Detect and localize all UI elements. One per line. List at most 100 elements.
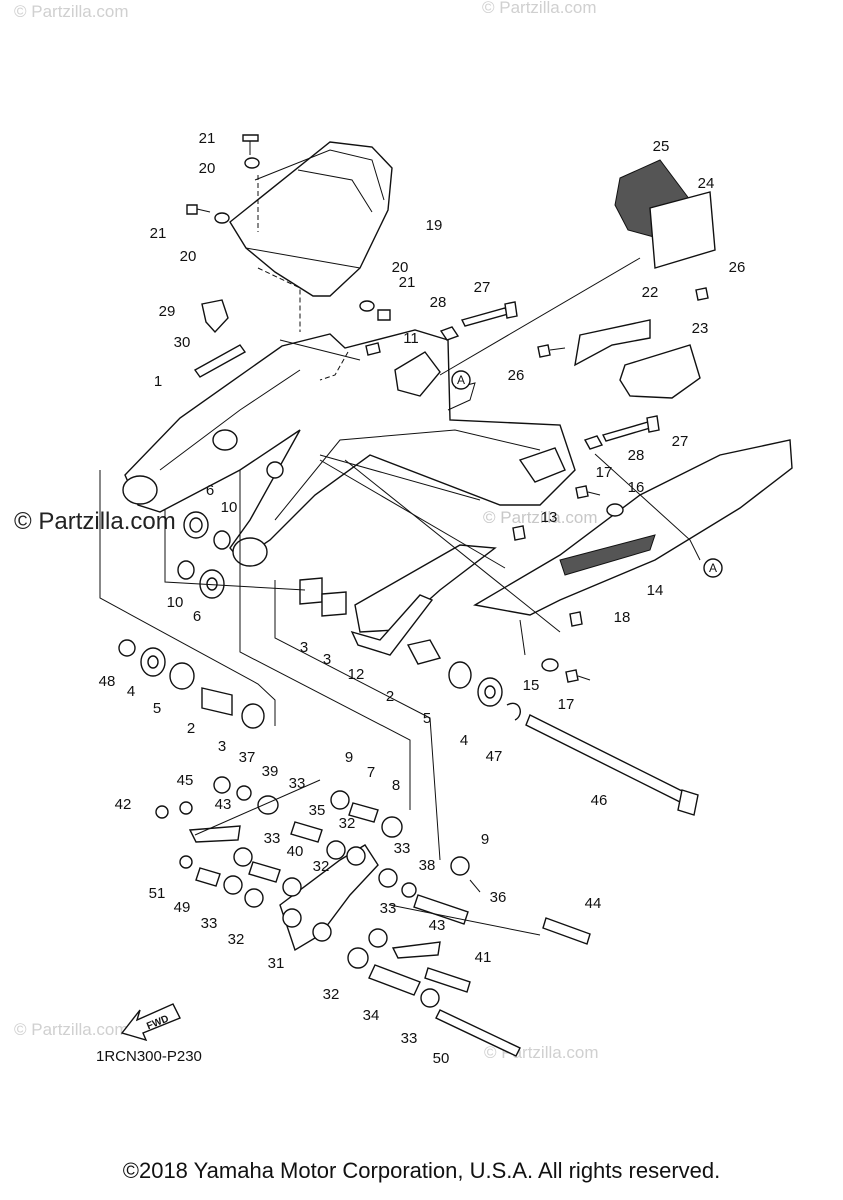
linkage-assembly <box>155 776 591 1057</box>
callout-34: 34 <box>363 1007 380 1024</box>
callout-36: 36 <box>490 889 507 906</box>
callout-9: 9 <box>345 749 353 766</box>
callout-9: 9 <box>481 831 489 848</box>
callout-41: 41 <box>475 949 492 966</box>
callout-15: 15 <box>523 677 540 694</box>
callout-26: 26 <box>729 259 746 276</box>
rear-fender-part-19 <box>229 141 393 297</box>
callout-43: 43 <box>429 917 446 934</box>
callout-38: 38 <box>419 857 436 874</box>
callout-27: 27 <box>672 433 689 450</box>
callout-6: 6 <box>206 482 214 499</box>
callout-28: 28 <box>628 447 645 464</box>
callout-7: 7 <box>367 764 375 781</box>
callout-50: 50 <box>433 1050 450 1067</box>
callout-24: 24 <box>698 175 715 192</box>
callout-44: 44 <box>585 895 602 912</box>
callout-16: 16 <box>628 479 645 496</box>
reference-marker-a: A A <box>451 370 723 578</box>
callout-3: 3 <box>218 738 226 755</box>
callout-28: 28 <box>430 294 447 311</box>
callout-26: 26 <box>508 367 525 384</box>
plate-part-24 <box>649 191 716 269</box>
callout-33: 33 <box>201 915 218 932</box>
reference-marker-a-label-1: A <box>457 373 465 387</box>
callout-25: 25 <box>653 138 670 155</box>
callout-42: 42 <box>115 796 132 813</box>
callout-10: 10 <box>167 594 184 611</box>
callout-45: 45 <box>177 772 194 789</box>
callout-20: 20 <box>199 160 216 177</box>
callout-21: 21 <box>199 130 216 147</box>
callout-33: 33 <box>394 840 411 857</box>
diagram-code: 1RCN300-P230 <box>96 1048 202 1065</box>
callout-4: 4 <box>127 683 135 700</box>
callout-43: 43 <box>215 796 232 813</box>
callout-32: 32 <box>323 986 340 1003</box>
callout-22: 22 <box>642 284 659 301</box>
callout-10: 10 <box>221 499 238 516</box>
callout-5: 5 <box>153 700 161 717</box>
callout-11: 11 <box>403 330 419 347</box>
callout-3: 3 <box>323 651 331 668</box>
callout-5: 5 <box>423 710 431 727</box>
callout-32: 32 <box>339 815 356 832</box>
callout-19: 19 <box>426 217 443 234</box>
callout-17: 17 <box>596 464 613 481</box>
callout-4: 4 <box>460 732 468 749</box>
callout-37: 37 <box>239 749 256 766</box>
callout-12: 12 <box>348 666 365 683</box>
callout-14: 14 <box>647 582 664 599</box>
callout-33: 33 <box>380 900 397 917</box>
guide-lines <box>99 175 701 936</box>
callout-35: 35 <box>309 802 326 819</box>
callout-21: 21 <box>399 274 416 291</box>
callout-20: 20 <box>180 248 197 265</box>
fwd-arrow-icon: FWD <box>120 1003 181 1042</box>
callout-33: 33 <box>401 1030 418 1047</box>
callout-49: 49 <box>174 899 191 916</box>
callout-23: 23 <box>692 320 709 337</box>
callout-47: 47 <box>486 748 503 765</box>
callout-8: 8 <box>392 777 400 794</box>
callout-32: 32 <box>313 858 330 875</box>
callout-33: 33 <box>264 830 281 847</box>
swingarm-part-1 <box>122 329 576 567</box>
callout-2: 2 <box>187 720 195 737</box>
watermark-bottom-left: © Partzilla.com <box>14 1020 129 1039</box>
pivot-bearings <box>118 511 521 729</box>
callout-31: 31 <box>268 955 285 972</box>
callout-21: 21 <box>150 225 167 242</box>
bolt-hardware <box>186 134 709 683</box>
pivot-shaft-part-46 <box>525 714 699 816</box>
copyright-notice: ©2018 Yamaha Motor Corporation, U.S.A. A… <box>122 1158 721 1183</box>
watermark-middle-left: © Partzilla.com <box>14 508 176 535</box>
callout-17: 17 <box>558 696 575 713</box>
cover-part-23 <box>619 344 701 399</box>
callout-51: 51 <box>149 885 166 902</box>
callout-20: 20 <box>392 259 409 276</box>
callout-32: 32 <box>228 931 245 948</box>
bracket-part-22 <box>574 319 651 367</box>
callout-27: 27 <box>474 279 491 296</box>
callout-3: 3 <box>300 639 308 656</box>
callout-2: 2 <box>386 688 394 705</box>
watermark-top-right: © Partzilla.com <box>482 0 597 17</box>
reference-marker-a-label-2: A <box>709 561 717 575</box>
callout-39: 39 <box>262 763 279 780</box>
callout-13: 13 <box>541 509 558 526</box>
callout-46: 46 <box>591 792 608 809</box>
callout-40: 40 <box>287 843 304 860</box>
watermark-top-left: © Partzilla.com <box>14 2 129 21</box>
callout-33: 33 <box>289 775 306 792</box>
callout-1: 1 <box>154 373 162 390</box>
callout-6: 6 <box>193 608 201 625</box>
callout-29: 29 <box>159 303 176 320</box>
chain-guide-part-12 <box>350 544 497 656</box>
callout-48: 48 <box>99 673 116 690</box>
watermark-middle-right: © Partzilla.com <box>483 508 598 527</box>
callout-18: 18 <box>614 609 631 626</box>
callout-30: 30 <box>174 334 191 351</box>
